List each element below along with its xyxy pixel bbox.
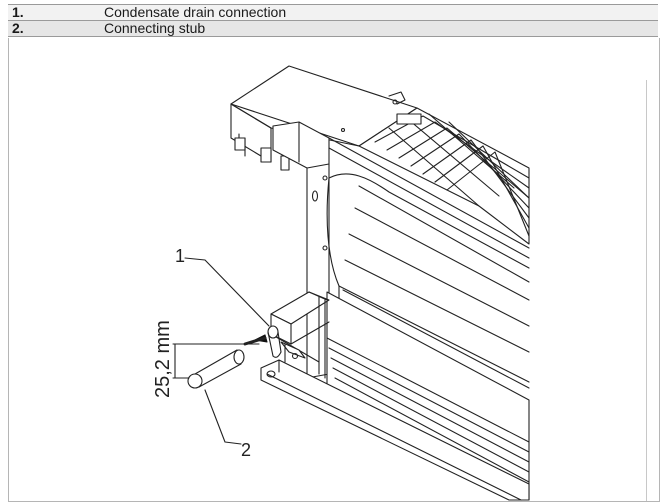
- legend-row-2: 2. Connecting stub: [8, 21, 658, 37]
- condensate-drain-connection: [243, 325, 282, 358]
- legend-row-1: 1. Condensate drain connection: [8, 4, 658, 21]
- connecting-stub: [187, 349, 245, 389]
- grille: [358, 107, 530, 245]
- leader-lines: [184, 257, 270, 445]
- callout-2-label: 2: [241, 440, 251, 460]
- callout-1-label: 1: [175, 246, 185, 266]
- legend-table: 1. Condensate drain connection 2. Connec…: [8, 4, 658, 37]
- legend-number: 2.: [12, 20, 24, 36]
- base-rail: [260, 341, 530, 501]
- unit-drawing: 1 2 25,2 mm: [152, 65, 530, 501]
- panel-divider: [646, 80, 647, 502]
- legend-number: 1.: [12, 4, 24, 20]
- technical-drawing-panel: 1 2 25,2 mm: [8, 38, 660, 502]
- dimension-lines: [172, 343, 260, 379]
- drain-pan: [270, 291, 330, 379]
- legend-text: Condensate drain connection: [104, 4, 287, 20]
- unit-casing: [326, 173, 530, 501]
- side-frame: [272, 121, 530, 379]
- dimension-label: 25,2 mm: [152, 320, 174, 398]
- legend-text: Connecting stub: [104, 20, 206, 36]
